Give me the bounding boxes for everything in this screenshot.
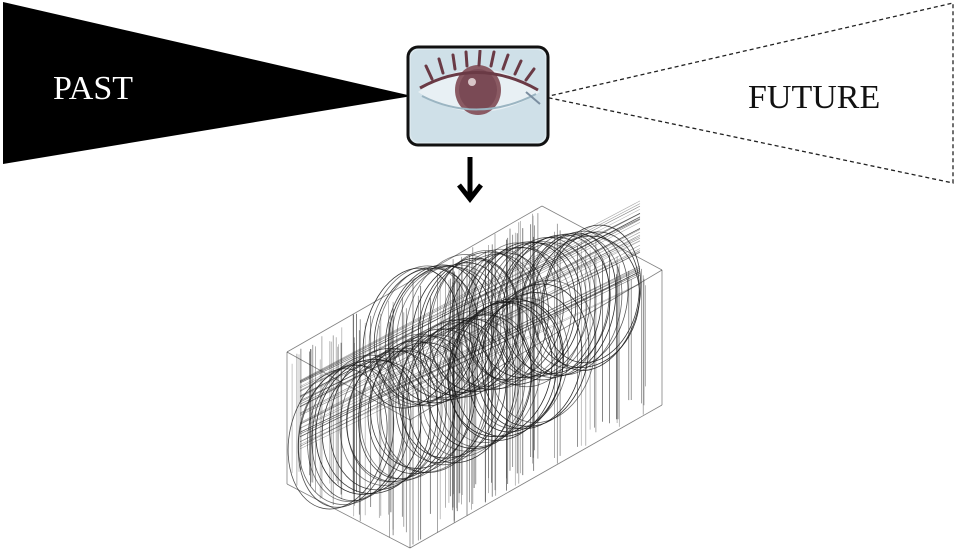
cylinder-wireframe: [286, 200, 663, 549]
future-label: FUTURE: [748, 79, 881, 116]
past-cone: [3, 2, 412, 164]
eye-icon: [411, 50, 545, 142]
past-label: PAST: [53, 70, 134, 107]
future-cone: [544, 2, 954, 184]
eye-image: [406, 45, 550, 147]
arrow-down-icon: [457, 157, 483, 204]
